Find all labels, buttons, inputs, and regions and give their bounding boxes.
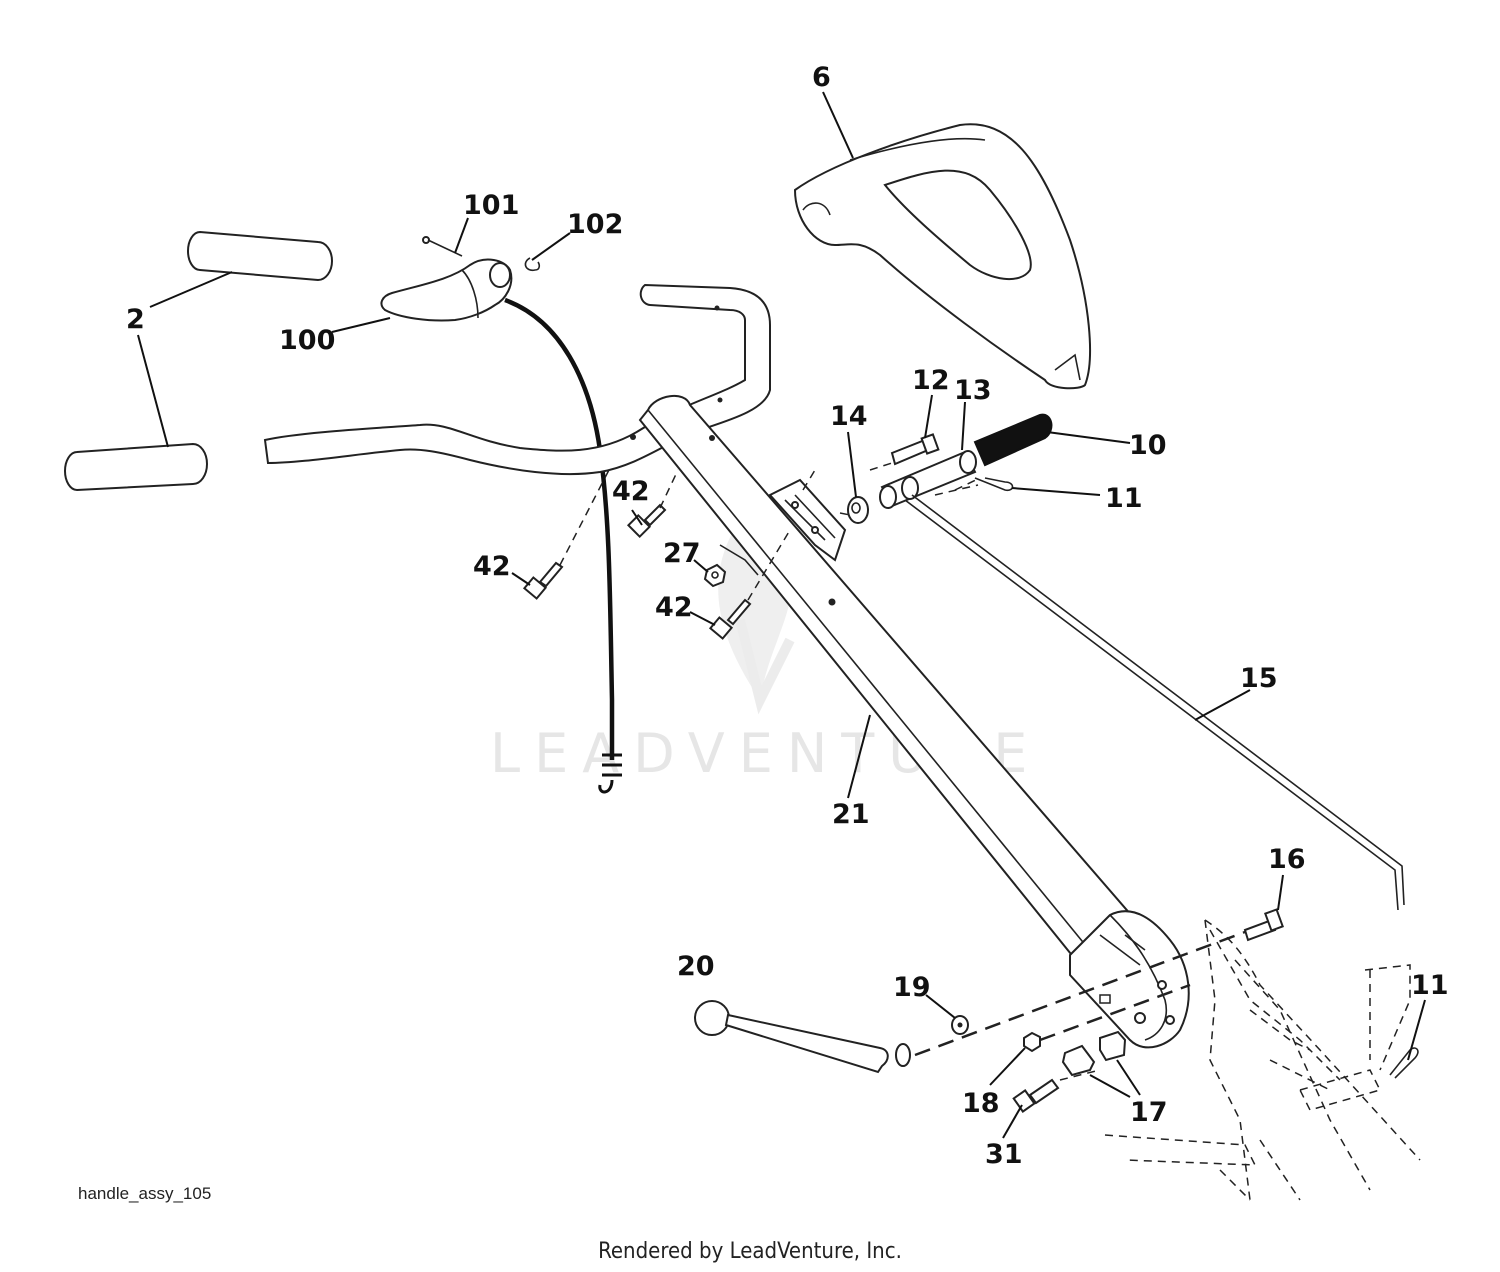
callout-15: 15 <box>1240 663 1278 694</box>
callout-12: 12 <box>912 365 950 396</box>
control-lever-part <box>380 258 622 794</box>
callout-21: 21 <box>832 799 870 830</box>
bolt-16-part <box>1243 908 1284 942</box>
callout-42-upper: 42 <box>612 476 650 507</box>
callout-101: 101 <box>463 190 519 221</box>
callout-10: 10 <box>1129 430 1167 461</box>
callout-42-left: 42 <box>473 551 511 582</box>
bolt-42b-part <box>522 561 564 600</box>
shift-rod-part <box>904 494 1405 911</box>
plate-part <box>719 544 759 576</box>
grip-lower-part <box>64 442 208 492</box>
figure-reference: handle_assy_105 <box>78 1184 211 1203</box>
callout-11-upper: 11 <box>1105 483 1143 514</box>
ball-lever-part <box>694 1000 911 1074</box>
callout-100: 100 <box>279 325 335 356</box>
callout-31: 31 <box>985 1139 1023 1170</box>
block-17a-part <box>1061 1044 1096 1077</box>
assembly-lines <box>559 461 1246 1081</box>
handlebar-part <box>263 283 771 476</box>
callout-13: 13 <box>954 375 992 406</box>
knob-part <box>973 413 1053 467</box>
callout-11-lower: 11 <box>1411 970 1449 1001</box>
callout-102: 102 <box>567 209 623 240</box>
hairpin-clip-lower-part <box>1389 1047 1419 1079</box>
spring-pin-part <box>422 236 463 257</box>
bolt-42c-part <box>708 598 752 640</box>
hairpin-clip-upper-part <box>974 477 1014 492</box>
grip-upper-part <box>187 230 333 282</box>
callout-2: 2 <box>126 304 145 335</box>
bolt-12-part <box>890 433 940 466</box>
leader-lines <box>137 91 1426 1139</box>
callout-19: 19 <box>893 972 931 1003</box>
footer-credit: Rendered by LeadVenture, Inc. <box>598 1239 902 1264</box>
washer-part <box>951 1015 969 1035</box>
handle-cover-part <box>793 123 1091 390</box>
block-17b-part <box>1099 1030 1127 1062</box>
callout-27: 27 <box>663 538 701 569</box>
callout-14: 14 <box>830 401 868 432</box>
tiller-frame-phantom <box>1104 919 1421 1201</box>
callout-42-lower: 42 <box>655 592 693 623</box>
mount-bracket-part <box>768 478 847 562</box>
lower-bracket-part <box>1069 910 1190 1049</box>
callout-17: 17 <box>1130 1097 1168 1128</box>
nut-27-part <box>703 563 727 588</box>
bolt-42a-part <box>626 503 667 539</box>
clip-part <box>524 257 541 272</box>
callout-16: 16 <box>1268 844 1306 875</box>
callout-18: 18 <box>962 1088 1000 1119</box>
nut-18-part <box>1023 1031 1041 1053</box>
bolt-31-part <box>1012 1078 1060 1113</box>
spacer-part <box>847 496 869 524</box>
callout-6: 6 <box>812 62 831 93</box>
shift-shaft-part <box>879 450 977 509</box>
callout-20: 20 <box>677 951 715 982</box>
